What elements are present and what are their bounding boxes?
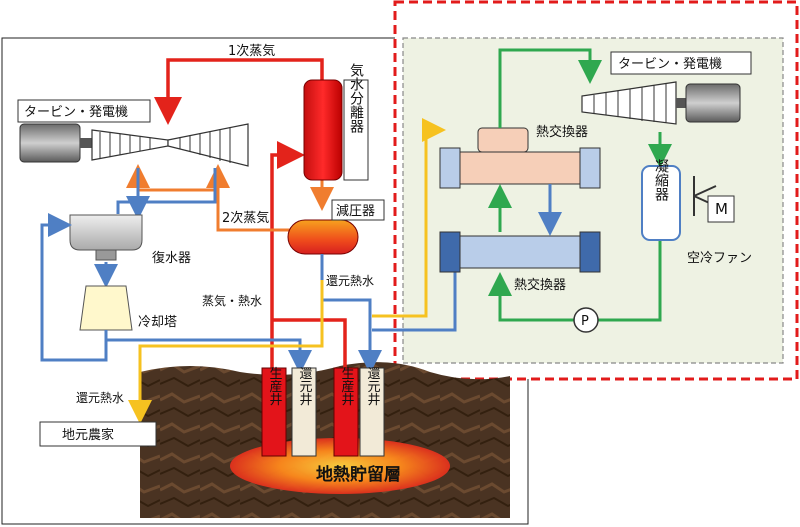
turbine-left-label-box <box>17 99 151 123</box>
generator-right-shaft <box>676 98 686 108</box>
steam-separator <box>303 79 343 181</box>
return-hot-water-left-label: 還元熱水 <box>76 391 124 405</box>
steam-riser-line <box>270 141 305 368</box>
fan-blades <box>693 176 717 216</box>
reinjection-well-2-label: 還元井 <box>365 367 381 407</box>
return-hot-water-top-label: 還元熱水 <box>326 274 374 288</box>
condenser-label: 復水器 <box>152 250 191 266</box>
local-farmer-label: 地元農家 <box>62 427 114 443</box>
tower-to-reinjection-line <box>106 338 312 374</box>
heat-exchanger-bottom <box>459 235 581 269</box>
hx-top-flange-left <box>439 147 461 189</box>
turbine-to-condenser-line-b <box>116 168 217 214</box>
reinjection-well-2 <box>359 367 385 457</box>
reservoir-label: 地熱貯留層 <box>316 464 401 485</box>
separator-label: 気水分離器 <box>348 63 364 133</box>
generator-left-shaft <box>80 138 92 148</box>
steam-hot-water-label: 蒸気・熱水 <box>202 293 262 308</box>
pressure-reducer <box>287 219 359 255</box>
production-well-1-label: 生産井 <box>267 367 283 407</box>
motor-box <box>707 195 735 223</box>
hx-bottom-flange-left <box>439 231 461 273</box>
pump <box>573 307 599 333</box>
production-well-1 <box>261 367 287 457</box>
motor-label: M <box>715 200 728 218</box>
primary-steam-line <box>154 58 324 125</box>
hx-bottom-label: 熱交換器 <box>514 277 566 293</box>
air-condenser-label: 凝縮器 <box>653 159 669 201</box>
hx-top-label: 熱交換器 <box>536 124 588 140</box>
primary-steam-label: 1次蒸気 <box>228 43 275 59</box>
secondary-steam-line-b <box>126 164 218 192</box>
heat-exchanger-top <box>459 151 581 185</box>
hot-water-to-farmer-line <box>128 280 324 424</box>
generator-right <box>685 83 741 123</box>
reinjection-well-1-label: 還元井 <box>297 367 313 407</box>
cooling-tower-label: 冷却塔 <box>138 315 177 330</box>
tower-loop-line <box>40 213 108 362</box>
production-well-2 <box>333 367 359 457</box>
reinjection-well-1 <box>291 367 317 457</box>
generator-left <box>19 123 81 163</box>
production-well-2-label: 生産井 <box>339 367 355 407</box>
reducer-label-box <box>331 199 385 221</box>
air-fan-label: 空冷ファン <box>687 251 752 266</box>
pump-to-hx-line <box>488 272 574 322</box>
hot-water-to-binary-line <box>372 118 446 318</box>
air-condenser <box>641 165 681 241</box>
steam-well2-line <box>272 318 347 368</box>
working-fluid-to-turbine <box>498 48 602 128</box>
turbine-right-label-box <box>610 51 752 75</box>
turbine-right-label: タービン・発電機 <box>618 57 722 72</box>
condenser-to-pump-line <box>598 240 662 322</box>
turbine-left-blades-b <box>167 123 249 167</box>
local-farmer-box <box>39 421 157 447</box>
secondary-steam-label: 2次蒸気 <box>222 210 269 226</box>
condenser-outlet <box>95 249 117 261</box>
pump-label: P <box>581 314 589 329</box>
turbine-left-label: タービン・発電機 <box>24 105 128 120</box>
hx-top-flange-right <box>579 147 601 189</box>
hx-bottom-flange-right <box>579 231 601 273</box>
cooling-tower <box>79 285 133 331</box>
condenser <box>69 214 143 251</box>
separator-label-box <box>343 79 369 181</box>
hx-top-cap <box>477 127 529 153</box>
reducer-return-line <box>320 254 382 374</box>
reducer-label: 減圧器 <box>336 203 375 219</box>
binary-return-line <box>372 262 457 332</box>
